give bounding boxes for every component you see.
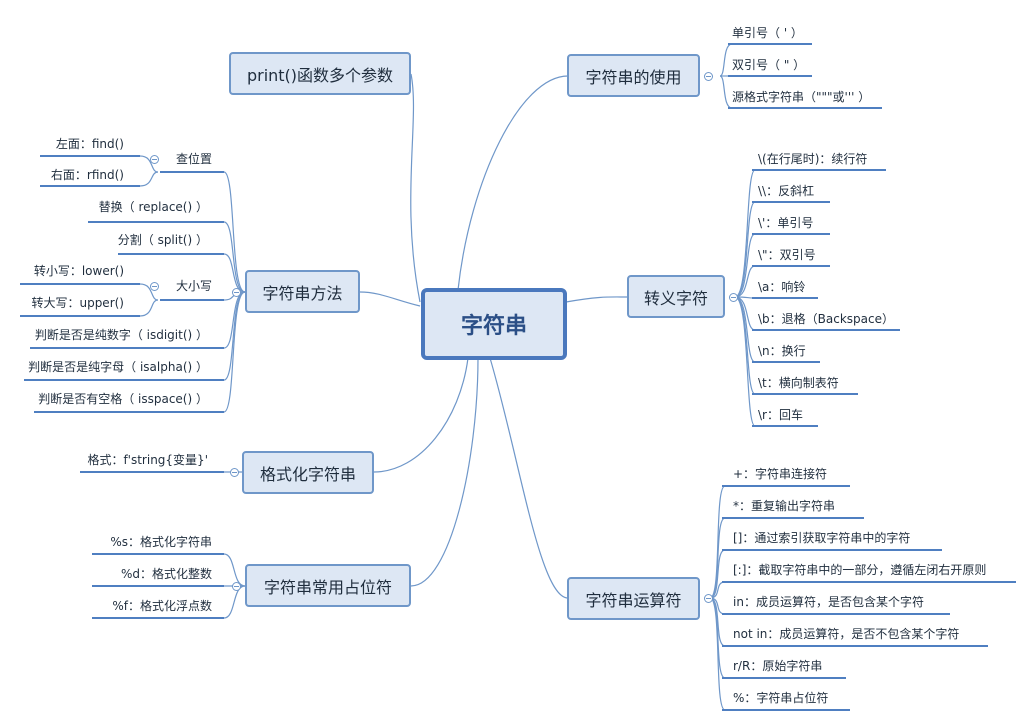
find-collapse-toggle[interactable] [150,155,159,164]
escape-leaf[interactable]: \r：回车 [758,408,803,422]
placeholder-leaf[interactable]: %d：格式化整数 [120,567,212,581]
methods-case-subnode[interactable]: 大小写 [175,279,212,293]
methods-collapse-toggle[interactable] [232,288,241,297]
branch-placeholder-node[interactable]: 字符串常用占位符 [245,564,411,607]
operator-leaf[interactable]: r/R：原始字符串 [733,659,823,673]
center-topic[interactable]: 字符串 [421,288,567,360]
placeholder-leaf[interactable]: %f：格式化浮点数 [112,599,212,613]
methods-find-subnode[interactable]: 查位置 [175,152,212,166]
methods-leaf-replace[interactable]: 替换（ replace() ） [98,200,208,214]
placeholder-leaf[interactable]: %s：格式化字符串 [110,535,212,549]
link-print [410,73,421,303]
methods-leaf-isdigit[interactable]: 判断是否是纯数字（ isdigit() ） [34,328,208,342]
branch-operators-node[interactable]: 字符串运算符 [567,577,700,620]
format-leaf[interactable]: 格式：f'string{变量}' [87,453,208,467]
usage-leaf[interactable]: 双引号（ " ） [732,58,806,72]
usage-leaf[interactable]: 源格式字符串（"""或''' ） [732,90,871,104]
format-collapse-toggle[interactable] [230,468,239,477]
escape-leaf[interactable]: \\：反斜杠 [758,184,815,198]
case-collapse-toggle[interactable] [150,282,159,291]
escape-leaf[interactable]: \(在行尾时)：续行符 [758,152,868,166]
link-escape [565,296,628,303]
branch-string-usage-node[interactable]: 字符串的使用 [567,54,700,97]
find-leaf[interactable]: 左面：find() [55,137,124,151]
escape-leaf[interactable]: \"：双引号 [758,248,816,262]
operator-leaf[interactable]: +：字符串连接符 [733,467,828,481]
case-leaf[interactable]: 转小写：lower() [33,264,124,278]
link-ops [489,357,569,599]
operator-leaf[interactable]: %：字符串占位符 [733,691,829,705]
methods-leaf-isspace[interactable]: 判断是否有空格（ isspace() ） [38,392,208,406]
escape-leaf[interactable]: \'：单引号 [758,216,814,230]
placeholder-collapse-toggle[interactable] [232,582,241,591]
escape-leaf[interactable]: \b：退格（Backspace） [758,312,894,326]
methods-leaf-split[interactable]: 分割（ split() ） [117,233,208,247]
link-placeholder [410,357,479,587]
link-usage [457,75,569,291]
operator-leaf[interactable]: []：通过索引获取字符串中的字符 [733,531,911,545]
operator-leaf[interactable]: in：成员运算符，是否包含某个字符 [733,595,924,609]
methods-leaf-isalpha[interactable]: 判断是否是纯字母（ isalpha() ） [28,360,208,374]
operator-leaf[interactable]: not in：成员运算符，是否不包含某个字符 [733,627,960,641]
case-leaf[interactable]: 转大写：upper() [31,296,124,310]
ops-collapse-toggle[interactable] [704,594,713,603]
usage-leaf[interactable]: 单引号（ ' ） [732,26,803,40]
link-format [373,357,469,473]
branch-format-string-node[interactable]: 格式化字符串 [242,451,374,494]
branch-escape-chars-node[interactable]: 转义字符 [627,275,725,318]
link-methods [359,291,421,307]
escape-leaf[interactable]: \n：换行 [758,344,806,358]
branch-print-node[interactable]: print()函数多个参数 [229,52,411,95]
usage-collapse-toggle[interactable] [704,72,713,81]
branch-string-methods-node[interactable]: 字符串方法 [245,270,360,313]
escape-leaf[interactable]: \a：响铃 [758,280,806,294]
operator-leaf[interactable]: *：重复输出字符串 [733,499,836,513]
find-leaf[interactable]: 右面：rfind() [50,168,124,182]
operator-leaf[interactable]: [:]：截取字符串中的一部分，遵循左闭右开原则 [733,563,987,577]
escape-collapse-toggle[interactable] [729,293,738,302]
escape-leaf[interactable]: \t：横向制表符 [758,376,839,390]
